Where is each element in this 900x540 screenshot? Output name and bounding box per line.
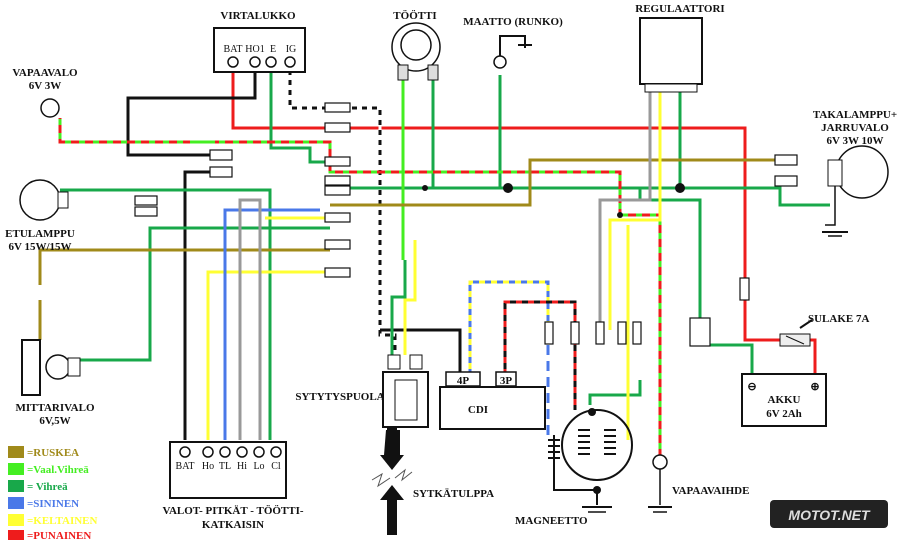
svg-text:⊕: ⊕	[810, 381, 819, 393]
wire-green-coil	[390, 260, 407, 355]
ignition-coil: SYTYTYSPUOLA	[295, 354, 429, 535]
svg-text:3P: 3P	[500, 375, 513, 387]
wire-red	[231, 65, 790, 342]
wire-black	[126, 65, 257, 157]
connectors	[134, 102, 798, 347]
svg-text:=PUNAINEN: =PUNAINEN	[27, 530, 91, 540]
svg-text:=RUSKEA: =RUSKEA	[27, 447, 79, 459]
svg-text:VALOT- PITKÄT - TÖÖTTI-: VALOT- PITKÄT - TÖÖTTI-	[162, 504, 303, 517]
ignition-switch: VIRTALUKKO BAT HO1 E IG	[213, 10, 306, 73]
svg-text:TAKALAMPPU+: TAKALAMPPU+	[813, 109, 897, 121]
wire-green-ground	[498, 75, 702, 320]
wire-white-2	[238, 198, 262, 440]
neutral-switch: VAPAAVAIHDE	[648, 454, 749, 513]
horn: TÖÖTTI	[391, 9, 441, 81]
svg-text:VAPAAVAIHDE: VAPAAVAIHDE	[672, 485, 749, 497]
light-switch: BAT Ho TL Hi Lo Cl VALOT- PITKÄT - TÖÖTT…	[162, 441, 304, 531]
wire-white	[598, 90, 652, 330]
svg-text:Hi: Hi	[237, 461, 247, 472]
svg-text:HO1: HO1	[245, 44, 264, 55]
svg-text:IG: IG	[286, 44, 297, 55]
cdi: 4P 3P CDI	[439, 371, 546, 430]
wire-green-magneto	[588, 380, 642, 405]
svg-text:BAT: BAT	[176, 461, 195, 472]
tail-light: TAKALAMPPU+ JARRUVALO 6V 3W 10W	[813, 109, 897, 237]
wire-black-cdi	[380, 328, 462, 375]
svg-text:MITTARIVALO: MITTARIVALO	[15, 402, 94, 414]
wire-brown-tail	[330, 158, 780, 207]
svg-text:6V 15W/15W: 6V 15W/15W	[8, 241, 71, 253]
svg-text:6V,5W: 6V,5W	[39, 415, 70, 427]
svg-text:MAGNEETTO: MAGNEETTO	[515, 515, 588, 527]
wire-black-white	[288, 65, 397, 355]
svg-text:CDI: CDI	[468, 404, 488, 416]
wire-blue	[223, 208, 320, 440]
battery: ⊖ ⊕ AKKU 6V 2Ah	[741, 373, 827, 427]
svg-text:6V 3W: 6V 3W	[29, 80, 62, 92]
wire-yellow-horn	[403, 240, 417, 355]
svg-text:TL: TL	[219, 461, 231, 472]
svg-text:SYTYTYSPUOLA: SYTYTYSPUOLA	[295, 391, 384, 403]
svg-text:SULAKE 7A: SULAKE 7A	[808, 313, 869, 325]
svg-text:E: E	[270, 44, 276, 55]
ground-frame: MAATTO (RUNKO)	[463, 16, 563, 69]
headlight: ETULAMPPU 6V 15W/15W	[5, 179, 75, 253]
color-legend: =RUSKEA =Vaal.Vihreä = Vihreä =SININEN =…	[8, 446, 98, 540]
svg-text:MOTOT.NET: MOTOT.NET	[788, 507, 871, 523]
wire-light-green-neutral-red	[58, 118, 662, 455]
wire-blue-cdi	[468, 280, 550, 375]
wire-yellow-switch	[206, 270, 330, 440]
wire-red-black-dash	[503, 300, 577, 410]
wire-green-battery	[710, 343, 754, 378]
fuse: SULAKE 7A	[779, 313, 869, 347]
svg-text:AKKU: AKKU	[768, 394, 801, 406]
svg-text:=SININEN: =SININEN	[27, 498, 79, 510]
svg-text:REGULAATTORI: REGULAATTORI	[635, 3, 724, 15]
wire-green-main	[330, 186, 830, 207]
svg-text:Cl: Cl	[271, 461, 281, 472]
wire-green-headlamp	[60, 188, 272, 440]
svg-text:Lo: Lo	[253, 461, 264, 472]
regulator: REGULAATTORI	[635, 3, 725, 93]
svg-text:=KELTAINEN: =KELTAINEN	[27, 515, 98, 527]
wire-brown	[38, 248, 330, 285]
svg-text:⊖: ⊖	[747, 381, 756, 393]
svg-text:JARRUVALO: JARRUVALO	[821, 122, 889, 134]
wire-black-2	[183, 170, 215, 440]
svg-text:BAT: BAT	[224, 44, 243, 55]
svg-text:4P: 4P	[457, 375, 470, 387]
ignition-switch-title: VIRTALUKKO	[220, 10, 296, 22]
svg-text:TÖÖTTI: TÖÖTTI	[393, 9, 436, 22]
svg-text:6V 3W 10W: 6V 3W 10W	[826, 135, 883, 147]
magneto: MAGNEETTO	[515, 408, 633, 527]
wire-blue-cdi-y	[468, 280, 550, 375]
svg-text:SYTKÄTULPPA: SYTKÄTULPPA	[413, 487, 494, 500]
svg-text:ETULAMPPU: ETULAMPPU	[5, 228, 75, 240]
neutral-light: VAPAAVALO 6V 3W	[12, 67, 78, 118]
spark-plug: SYTKÄTULPPA	[371, 468, 494, 500]
logo: MOTOT.NET	[770, 500, 888, 528]
wire-light-green-neutral	[58, 118, 662, 455]
wire-green	[269, 65, 330, 164]
svg-text:= Vihreä: = Vihreä	[27, 481, 68, 493]
svg-text:=Vaal.Vihreä: =Vaal.Vihreä	[27, 464, 89, 476]
svg-text:6V 2Ah: 6V 2Ah	[766, 408, 802, 420]
svg-text:VAPAAVALO: VAPAAVALO	[12, 67, 78, 79]
wire-green-meter	[80, 226, 330, 362]
svg-text:MAATTO (RUNKO): MAATTO (RUNKO)	[463, 16, 563, 28]
wire-yellow-reg	[608, 90, 662, 330]
meter-light: MITTARIVALO 6V,5W	[15, 339, 95, 427]
svg-text:KATKAISIN: KATKAISIN	[202, 519, 264, 531]
svg-text:Ho: Ho	[202, 461, 214, 472]
wires	[38, 65, 830, 455]
